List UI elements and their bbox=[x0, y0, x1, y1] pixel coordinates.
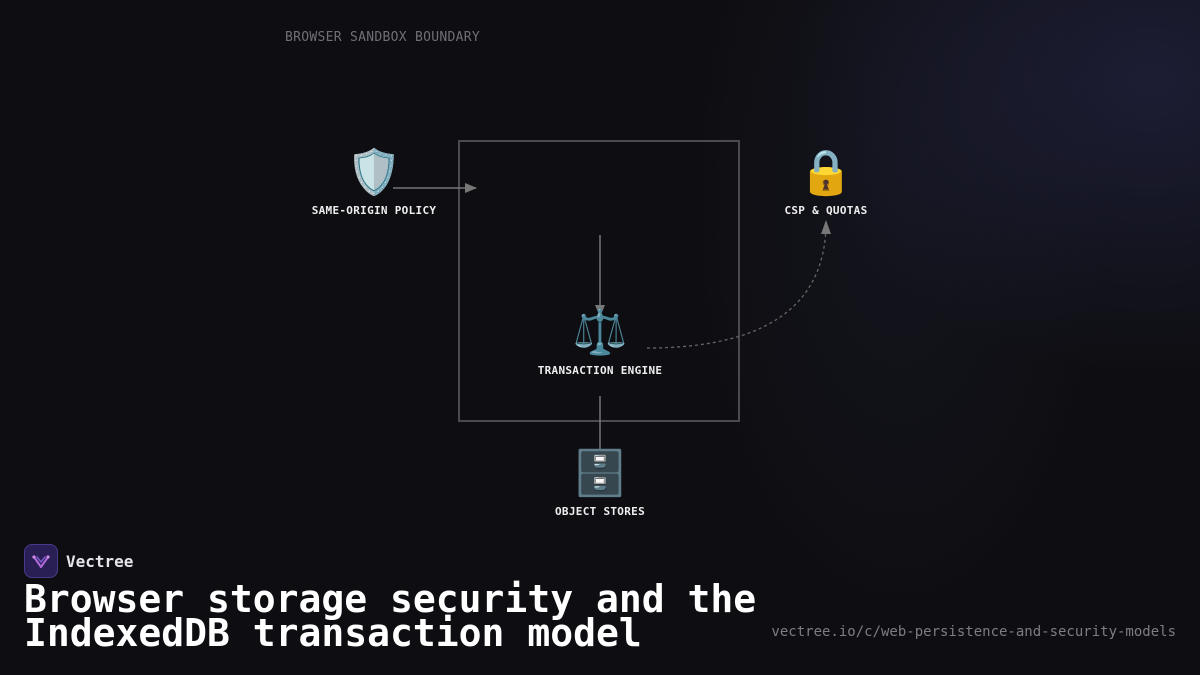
brand-name: Vectree bbox=[66, 551, 134, 571]
node-transaction-engine: ⚖️ TRANSACTION ENGINE bbox=[520, 307, 680, 378]
sandbox-boundary-label: BROWSER SANDBOX BOUNDARY bbox=[285, 30, 481, 45]
brand-block: Vectree bbox=[24, 544, 133, 578]
object-stores-label: OBJECT STORES bbox=[555, 505, 645, 518]
lock-icon: 🔒 bbox=[798, 147, 854, 198]
node-same-origin-policy: 🛡️ SAME-ORIGIN POLICY bbox=[304, 147, 444, 218]
node-csp-quotas: 🔒 CSP & QUOTAS bbox=[766, 147, 886, 218]
file-cabinet-icon: 🗄️ bbox=[572, 448, 628, 499]
same-origin-policy-label: SAME-ORIGIN POLICY bbox=[311, 204, 437, 217]
page-title: Browser storage security and the Indexed… bbox=[24, 577, 757, 655]
scales-icon: ⚖️ bbox=[572, 307, 628, 358]
vectree-logo-icon bbox=[24, 544, 58, 578]
source-url: vectree.io/c/web-persistence-and-securit… bbox=[771, 624, 1176, 640]
node-object-stores: 🗄️ OBJECT STORES bbox=[530, 448, 670, 519]
transaction-engine-label: TRANSACTION ENGINE bbox=[537, 364, 663, 377]
shield-icon: 🛡️ bbox=[346, 147, 402, 198]
csp-arrowhead bbox=[821, 220, 831, 234]
sandbox-boundary-box bbox=[458, 140, 740, 422]
dashed-arrow-engine-to-csp bbox=[646, 221, 827, 349]
csp-quotas-label: CSP & QUOTAS bbox=[784, 204, 868, 217]
